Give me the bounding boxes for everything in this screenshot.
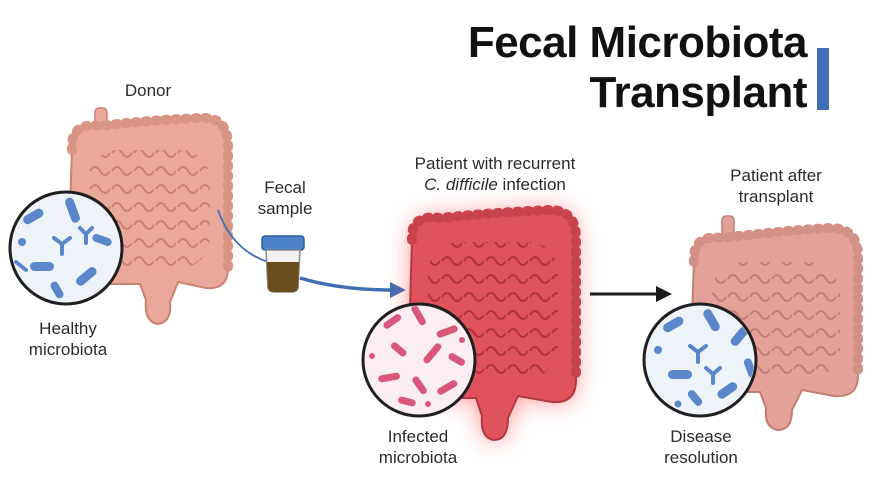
recovered-microbiota-circle-icon bbox=[642, 302, 758, 418]
healthy-microbiota-label: Healthy microbiota bbox=[14, 318, 122, 360]
infected-line-2: microbiota bbox=[378, 448, 458, 467]
title-line-2: Transplant bbox=[589, 68, 808, 117]
infected-microbiota-label: Infected microbiota bbox=[362, 426, 474, 468]
donor-label: Donor bbox=[124, 81, 172, 100]
infected-microbiota-circle-icon bbox=[361, 302, 477, 418]
transfer-arrow-icon bbox=[299, 276, 406, 298]
patient-line-2-rest: infection bbox=[497, 175, 566, 194]
patient-line-2: C. difficile infection bbox=[370, 174, 620, 195]
after-transplant-label: Patient after transplant bbox=[706, 165, 846, 207]
specimen-jar-icon bbox=[261, 235, 305, 293]
patient-label: Patient with recurrent C. difficile infe… bbox=[370, 153, 620, 195]
sample-link-line bbox=[217, 209, 269, 263]
fecal-sample-line-2: sample bbox=[257, 199, 313, 218]
healthy-microbiota-circle-icon bbox=[8, 190, 124, 306]
title-accent-bar bbox=[817, 48, 829, 110]
infected-line-1: Infected bbox=[387, 427, 449, 446]
pathogen-name: C. difficile bbox=[424, 175, 498, 194]
resolution-line-1: Disease bbox=[670, 427, 732, 446]
page-title: Fecal Microbiota Transplant bbox=[467, 18, 808, 118]
after-line-2: transplant bbox=[738, 187, 814, 206]
patient-line-1: Patient with recurrent bbox=[414, 154, 576, 173]
healthy-line-1: Healthy bbox=[39, 319, 97, 338]
progress-arrow-icon bbox=[590, 286, 672, 302]
resolution-line-2: resolution bbox=[664, 448, 738, 467]
disease-resolution-label: Disease resolution bbox=[646, 426, 756, 468]
fecal-sample-label: Fecal sample bbox=[240, 177, 330, 219]
fecal-sample-line-1: Fecal bbox=[264, 178, 306, 197]
title-line-1: Fecal Microbiota bbox=[467, 18, 808, 67]
healthy-line-2: microbiota bbox=[28, 340, 108, 359]
after-line-1: Patient after bbox=[730, 166, 822, 185]
